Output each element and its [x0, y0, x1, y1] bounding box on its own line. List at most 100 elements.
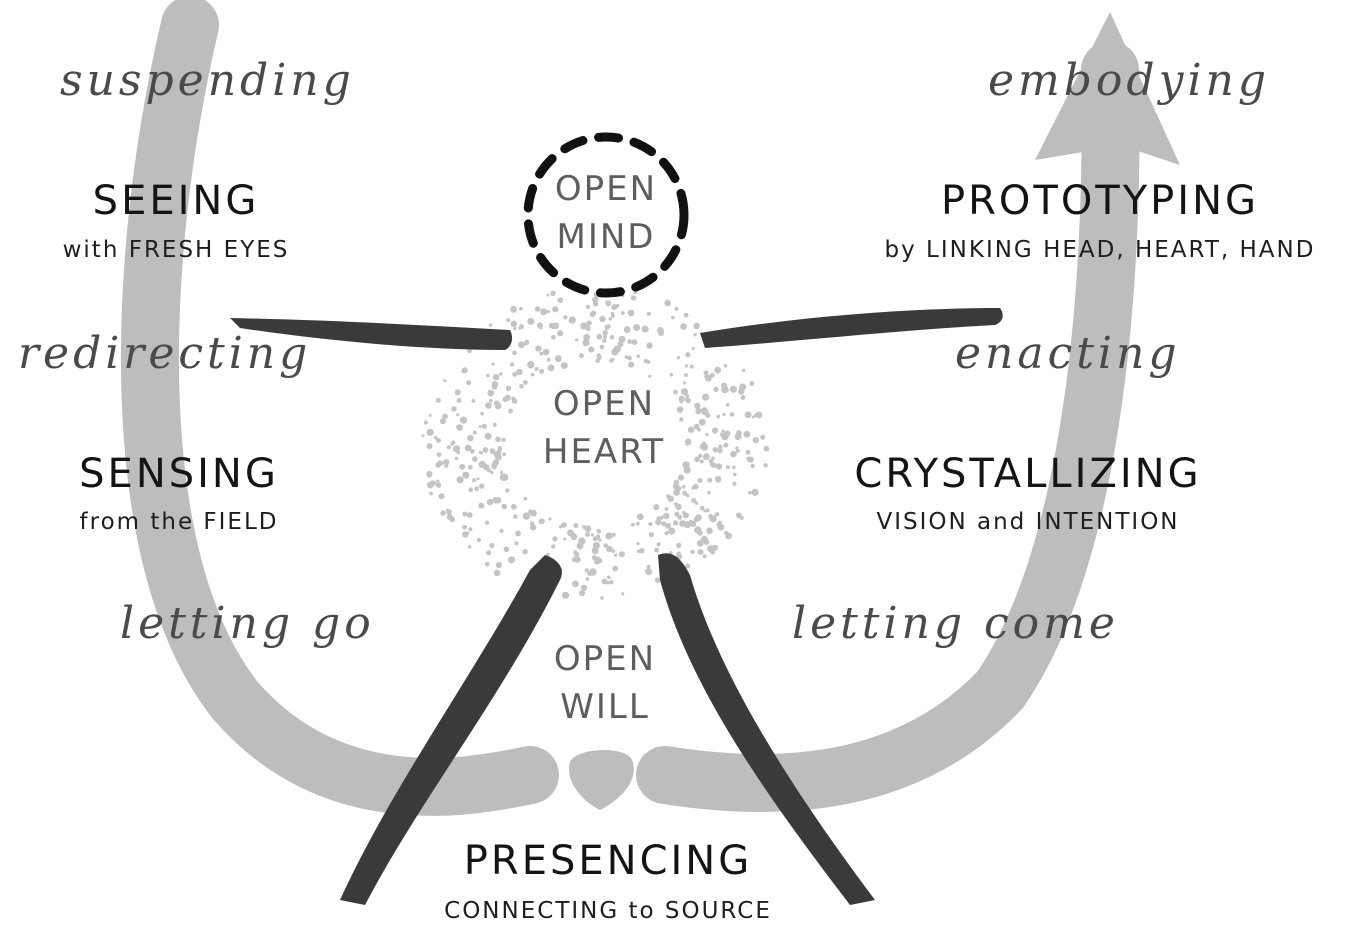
- heart-dot: [679, 417, 683, 421]
- heart-dot: [713, 447, 719, 453]
- seeing-subtitle: with FRESH EYES: [63, 237, 290, 263]
- heart-dot: [487, 499, 493, 505]
- heart-dot: [694, 424, 700, 430]
- heart-dot: [592, 297, 598, 303]
- heart-dot: [754, 413, 758, 417]
- heart-dot: [667, 495, 674, 502]
- prototyping-title: PROTOTYPING: [941, 178, 1259, 224]
- heart-dot: [462, 472, 469, 479]
- heart-dot: [587, 320, 592, 325]
- heart-dot: [665, 507, 669, 511]
- heart-dot: [472, 478, 476, 482]
- heart-dot: [697, 478, 702, 483]
- heart-dot: [451, 441, 455, 445]
- letting-go-label: letting go: [120, 598, 375, 649]
- heart-dot: [701, 407, 707, 413]
- heart-dot: [685, 439, 692, 446]
- heart-dot: [603, 330, 608, 335]
- heart-dot: [585, 568, 589, 572]
- heart-dot: [490, 471, 493, 474]
- heart-dot: [462, 532, 468, 538]
- heart-dot: [710, 549, 715, 554]
- heart-dot: [619, 336, 626, 343]
- heart-dot: [714, 367, 721, 374]
- heart-dot: [487, 390, 494, 397]
- open-heart-label: OPEN HEART: [543, 380, 665, 476]
- heart-dot: [443, 379, 446, 382]
- heart-dot: [485, 521, 489, 525]
- heart-dot: [518, 341, 525, 348]
- heart-dot: [684, 313, 689, 318]
- heart-dot: [710, 515, 717, 522]
- heart-dot: [685, 352, 690, 357]
- heart-dot: [724, 430, 730, 436]
- heart-dot: [649, 532, 654, 537]
- heart-dot: [609, 580, 613, 584]
- heart-dot: [711, 457, 715, 461]
- heart-dot: [427, 473, 431, 477]
- heart-dot: [512, 399, 517, 404]
- heart-dot: [612, 549, 616, 553]
- heart-dot: [733, 473, 737, 477]
- heart-dot: [726, 403, 730, 407]
- heart-dot: [548, 517, 551, 520]
- heart-dot: [478, 503, 484, 509]
- heart-dot: [743, 431, 750, 438]
- heart-dot: [631, 523, 635, 527]
- heart-dot: [549, 323, 555, 329]
- heart-dot: [582, 525, 586, 529]
- heart-dot: [682, 485, 686, 489]
- heart-dot: [695, 501, 698, 504]
- heart-dot: [479, 461, 486, 468]
- heart-dot: [524, 340, 529, 345]
- heart-dot: [561, 363, 566, 368]
- heart-dot: [637, 550, 640, 553]
- heart-dot: [678, 475, 684, 481]
- heart-dot: [610, 335, 615, 340]
- heart-dot: [483, 447, 489, 453]
- heart-dot: [547, 358, 551, 362]
- open-mind-label: OPEN MIND: [555, 165, 657, 261]
- heart-dot: [591, 533, 594, 536]
- heart-dot: [422, 434, 425, 437]
- heart-dot: [567, 529, 574, 536]
- heart-dot: [665, 531, 669, 535]
- letting-come-label: letting come: [792, 598, 1119, 649]
- heart-dot: [593, 536, 598, 541]
- heart-dot: [763, 463, 767, 467]
- open-will-label: OPEN WILL: [554, 635, 656, 731]
- heart-dot: [492, 497, 499, 504]
- heart-dot: [552, 306, 558, 312]
- heart-dot: [519, 324, 524, 329]
- heart-dot: [598, 538, 602, 542]
- heart-dot: [482, 424, 487, 429]
- heart-dot: [486, 374, 490, 378]
- heart-dot: [605, 300, 611, 306]
- heart-dot: [597, 353, 601, 357]
- heart-dot: [683, 381, 686, 384]
- heart-dot: [572, 581, 579, 588]
- heart-dot: [574, 552, 579, 557]
- heart-dot: [451, 406, 456, 411]
- heart-dot: [646, 565, 650, 569]
- heart-dot: [702, 442, 707, 447]
- heart-dot: [577, 543, 584, 550]
- heart-dot: [713, 387, 718, 392]
- heart-dot: [499, 372, 502, 375]
- presencing-subtitle: CONNECTING to SOURCE: [444, 898, 772, 924]
- heart-dot: [677, 356, 680, 359]
- heart-dot: [493, 374, 499, 380]
- heart-dot: [443, 459, 449, 465]
- heart-dot: [479, 483, 484, 488]
- heart-dot: [673, 390, 678, 395]
- heart-dot: [504, 547, 510, 553]
- heart-dot: [600, 345, 605, 350]
- heart-dot: [523, 512, 530, 519]
- heart-dot: [585, 532, 590, 537]
- open-mind-line-1: OPEN: [555, 165, 657, 213]
- heart-dot: [657, 542, 661, 546]
- heart-dot: [647, 312, 651, 316]
- heart-dot: [579, 353, 584, 358]
- heart-dot: [468, 545, 471, 548]
- heart-dot: [738, 388, 744, 394]
